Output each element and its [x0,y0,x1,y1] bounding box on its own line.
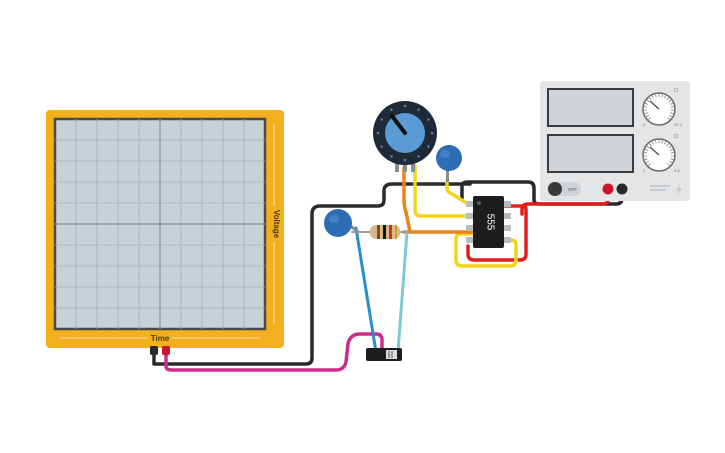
power-switch[interactable]: OFF [547,182,581,196]
pot-dot [390,155,393,158]
current-knob[interactable] [642,138,676,172]
timer-chip[interactable]: 555 [466,196,511,248]
knob-tick [651,95,654,99]
knob-tick [651,141,654,145]
knob-tick [669,160,672,164]
knob-tick [648,117,651,120]
knob-tick [648,163,651,166]
wire-black-supply[interactable] [460,180,624,206]
pot-dot [417,155,420,158]
pot-dot [427,145,430,148]
knob-tick [664,141,667,145]
wire-yellow-cap[interactable] [445,178,472,207]
pot-dot [403,158,407,162]
wire-red-loop[interactable] [466,204,528,262]
knob-tick [645,102,649,105]
potentiometer-indicator [390,114,407,135]
knob-tick [646,114,649,118]
wire-magenta-probe[interactable] [164,332,384,372]
wires [152,164,624,372]
probe-terminal-red[interactable] [162,346,170,355]
wire-black-probe[interactable] [152,182,472,366]
capacitor-left[interactable] [324,209,359,237]
slide-switch[interactable] [366,348,402,361]
chip-label: 555 [484,214,495,231]
current-adjust-icon [673,133,679,139]
potentiometer-leg [395,160,399,172]
knob-tick [668,99,672,103]
wire-blue-cap[interactable] [354,226,378,354]
knob-tick [669,102,673,105]
brand-marking [650,185,670,187]
knob-tick [670,112,674,114]
knob-tick [644,158,648,160]
knob-tick [646,145,650,149]
knob-tick [666,143,670,147]
pot-dot [430,131,434,135]
knob-tick [666,97,670,101]
knob-tick [645,148,649,151]
knob-tick [670,158,674,160]
time-axis-label: Time [151,334,170,343]
knob-tick [644,112,648,114]
knob-tick [646,160,649,164]
voltage-adjust-icon [673,87,679,93]
knob-tick [669,114,672,118]
wire-cyan-res[interactable] [396,230,409,354]
voltage-min-label: 0 [643,122,646,127]
negative-terminal[interactable] [616,183,628,195]
knob-tick [664,95,667,99]
wire-orange-pot[interactable] [402,166,412,234]
chip-body [473,196,504,248]
chip-pins [466,201,511,243]
oscilloscope-axes [55,119,265,329]
potentiometer-dots [376,104,434,162]
current-max-label: 5 A [674,168,680,173]
knob-tick [648,97,652,101]
voltage-axis-label: Voltage [272,210,281,239]
pot-dot [427,118,430,121]
current-min-label: 0 [643,168,646,173]
knob-tick [661,94,663,98]
knob-tick [655,140,657,144]
power-supply[interactable]: 0 30 V 0 5 A OFF [540,81,690,201]
potentiometer[interactable] [373,101,437,172]
resistor[interactable] [370,225,400,239]
capacitor-top[interactable] [436,145,462,182]
pot-dot [376,131,380,135]
pot-dot [417,108,420,111]
chip-notch [476,200,482,206]
voltage-max-label: 30 V [674,122,683,127]
oscilloscope[interactable]: Time Voltage [46,110,284,355]
knob-tick [667,117,670,120]
knob-tick [661,140,663,144]
pot-dot [390,108,393,111]
wire-yellow-pot[interactable] [413,164,474,218]
knob-tick [667,163,670,166]
positive-terminal[interactable] [602,183,614,195]
pot-dot [380,118,383,121]
current-display [547,134,634,173]
knob-tick [668,145,672,149]
power-switch-label: OFF [568,187,577,192]
knob-tick [648,143,652,147]
pot-dot [403,104,407,108]
knob-tick [655,94,657,98]
wire-yellow-loop[interactable] [454,232,518,268]
voltage-knob[interactable] [642,92,676,126]
probe-terminal-black[interactable] [150,346,158,355]
knob-tick [646,99,650,103]
lightning-icon [676,183,682,197]
pot-dot [380,145,383,148]
voltage-display [547,88,634,127]
knob-tick [669,148,673,151]
